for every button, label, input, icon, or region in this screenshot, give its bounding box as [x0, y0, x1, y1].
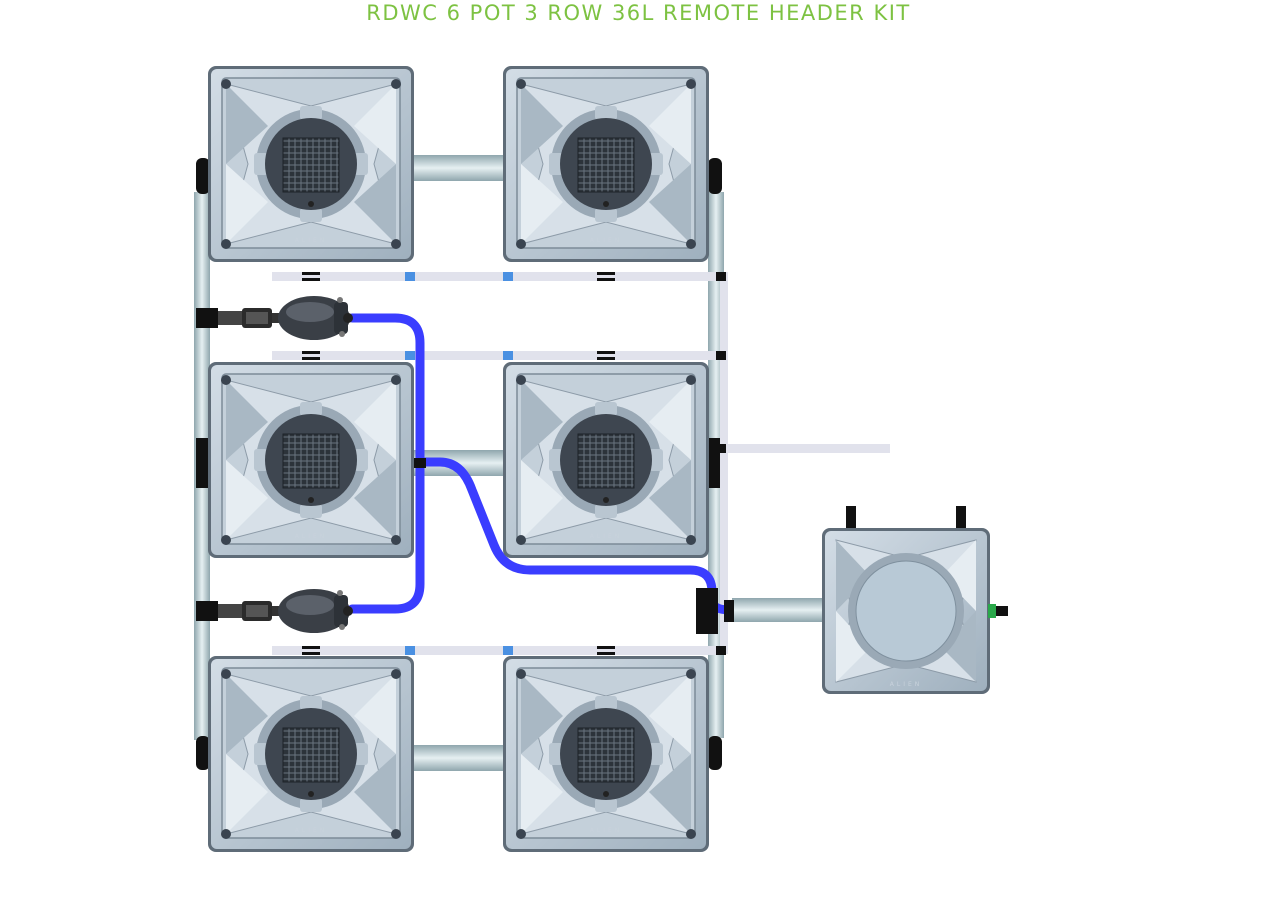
svg-text:ALIEN: ALIEN [295, 533, 328, 540]
row3-connector-pipe [412, 745, 506, 771]
pump-top [196, 296, 353, 340]
blue-connectors [405, 272, 513, 655]
grow-pot-r1-left: ALIEN [207, 65, 415, 263]
svg-text:ALIEN: ALIEN [590, 237, 623, 244]
grow-pot-r2-left: ALIEN [207, 361, 415, 559]
drain-lines [272, 272, 890, 655]
grow-pot-r3-right: ALIEN [502, 655, 710, 853]
diagram-title: RDWC 6 POT 3 ROW 36L REMOTE HEADER KIT [366, 1, 911, 25]
svg-text:ALIEN: ALIEN [295, 237, 328, 244]
pump-bottom [196, 589, 353, 633]
grow-pot-r2-right: ALIEN [502, 361, 710, 559]
svg-text:ALIEN: ALIEN [295, 827, 328, 834]
remote-header-tank: ALIEN [822, 506, 1008, 694]
remote-outlet-pipe [732, 598, 826, 622]
row1-connector-pipe [412, 155, 506, 181]
grow-pot-r3-left: ALIEN [207, 655, 415, 853]
svg-text:ALIEN: ALIEN [590, 827, 623, 834]
svg-text:ALIEN: ALIEN [890, 681, 923, 688]
svg-text:ALIEN: ALIEN [590, 533, 623, 540]
grow-pot-r1-right: ALIEN [502, 65, 710, 263]
